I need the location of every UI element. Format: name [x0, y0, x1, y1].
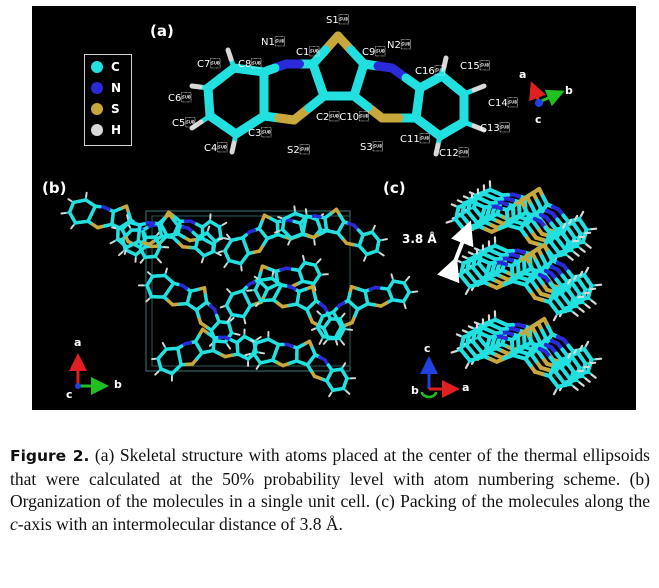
panel-label-c: (c) [383, 179, 406, 197]
axis-c-label: c [424, 342, 431, 355]
legend-item-hydrogen: H [91, 122, 121, 138]
atom-label-c4: C4 [204, 143, 228, 154]
atom-label-s1: S1 [326, 15, 349, 26]
sulfur-swatch [91, 103, 103, 115]
axis-a-label: a [519, 68, 527, 81]
figure-caption: Figure 2. (a) Skeletal structure with at… [10, 444, 650, 535]
axis-b-label: b [565, 84, 573, 97]
atom-label-c11: C11 [400, 134, 430, 145]
atom-label-n1: N1 [261, 37, 285, 48]
unit-cell-packing-b [60, 191, 419, 398]
legend-text: C [111, 60, 120, 74]
molecule-render [60, 31, 603, 399]
legend-text: S [111, 102, 120, 116]
atom-label-c14: C14 [488, 98, 518, 109]
atom-label-c13: C13 [480, 123, 510, 134]
atom-label-c15: C15 [460, 61, 490, 72]
caption-text-1: (a) Skeletal structure with atoms placed… [10, 445, 650, 511]
atom-label-c9: C9 [362, 47, 386, 58]
legend-item-nitrogen: N [91, 80, 121, 96]
axis-a-label: a [74, 336, 82, 349]
axis-b-label: b [114, 378, 122, 391]
hydrogen-swatch [91, 124, 103, 136]
stacking-view-c [445, 180, 603, 396]
atom-label-c8: C8 [238, 59, 262, 70]
atom-label-c16: C16 [415, 66, 445, 77]
atom-label-s2: S2 [287, 145, 310, 156]
element-legend: C N S H [84, 54, 132, 146]
atom-label-s3: S3 [360, 142, 383, 153]
atom-label-c12: C12 [439, 148, 469, 159]
nitrogen-swatch [91, 82, 103, 94]
atom-label-c3: C3 [248, 128, 272, 139]
axis-triad-a [529, 81, 565, 107]
axis-b-label: b [411, 384, 419, 397]
legend-text: N [111, 81, 122, 95]
molecule-skeleton-a [189, 31, 487, 157]
legend-item-carbon: C [91, 59, 120, 75]
caption-label: Figure 2. [10, 447, 90, 465]
axis-triad-c [420, 356, 460, 399]
axis-triad-b [69, 353, 109, 395]
carbon-swatch [91, 61, 103, 73]
atom-label-c1: C1 [296, 47, 320, 58]
distance-arrow [437, 220, 474, 284]
axis-c-label: c [535, 113, 542, 126]
axis-c-label: c [66, 388, 73, 401]
legend-text: H [111, 123, 122, 137]
atom-label-c5: C5 [172, 118, 196, 129]
panel-label-b: (b) [42, 179, 67, 197]
atom-label-c6: C6 [168, 93, 192, 104]
intermolecular-distance-label: 3.8 Å [402, 232, 437, 246]
crystal-structure-figure: (a) (b) (c) C N S H S1 N1 C1 C9 N2 … [32, 6, 636, 410]
atom-label-c2-c10: C2C10 [316, 112, 370, 123]
atom-label-c7: C7 [197, 59, 221, 70]
legend-item-sulfur: S [91, 101, 120, 117]
axis-a-label: a [462, 381, 470, 394]
atom-label-n2: N2 [387, 40, 411, 51]
caption-text-2: -axis with an intermolecular distance of… [17, 513, 343, 534]
caption-axis-italic: c [10, 513, 18, 534]
panel-label-a: (a) [150, 22, 174, 40]
